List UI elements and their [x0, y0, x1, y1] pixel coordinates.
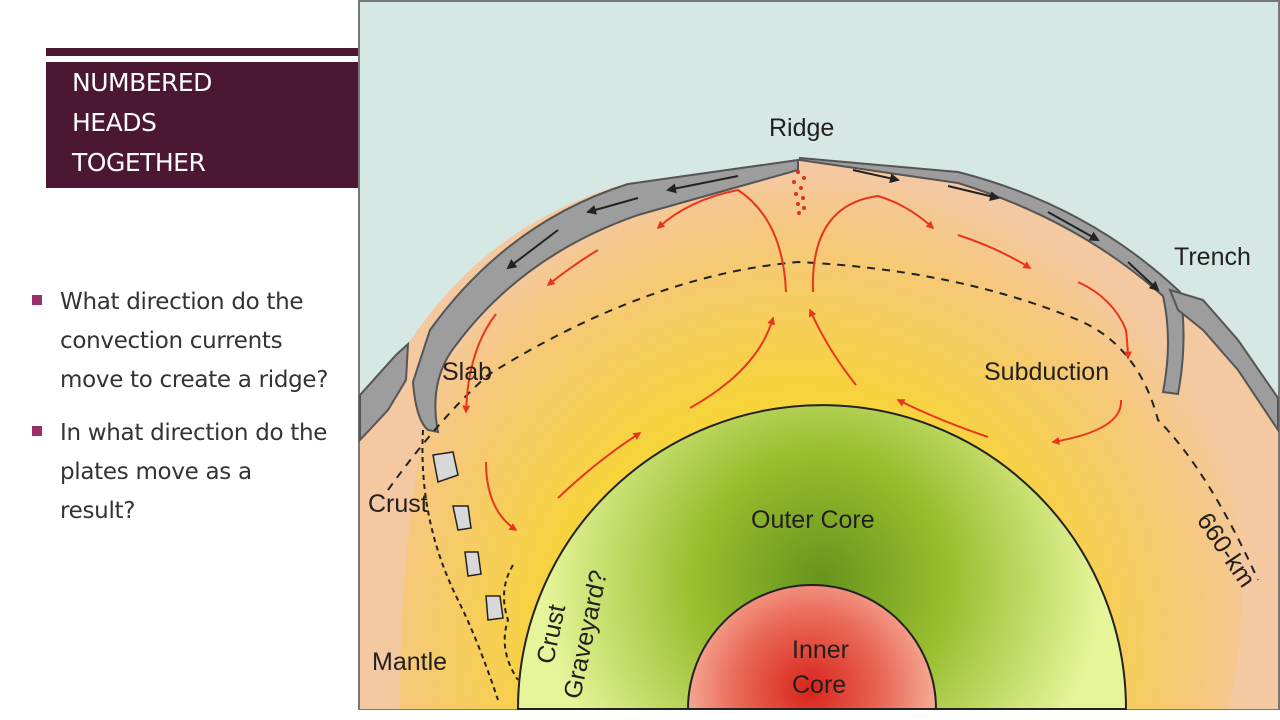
overriding-plate-left: [359, 341, 410, 443]
bullet-square-icon: [32, 426, 42, 436]
plate-motion-arrows: [506, 169, 1160, 292]
label-slab: Slab: [442, 358, 492, 386]
earth-convection-diagram: Ridge Trench Slab Subduction Crust 660-k…: [358, 0, 1280, 710]
outer-core: [516, 404, 1128, 710]
slab-path: [421, 429, 519, 701]
diagram-svg: Ridge Trench Slab Subduction Crust 660-k…: [358, 0, 1280, 710]
label-inner-core-line1: Inner: [792, 636, 849, 664]
discontinuity-660km: [387, 260, 1259, 581]
overriding-plate-right: [1168, 288, 1279, 434]
bullet-square-icon: [32, 295, 42, 305]
ridge-magma: [792, 170, 806, 215]
label-crust: Crust: [368, 490, 428, 518]
question-text: In what direction do the plates move as …: [60, 420, 328, 524]
right-plate: [799, 156, 1185, 396]
label-mantle: Mantle: [372, 648, 447, 676]
question-list: What direction do the convection current…: [30, 283, 330, 545]
label-trench: Trench: [1174, 243, 1251, 271]
label-outer-core: Outer Core: [751, 506, 875, 534]
question-item: What direction do the convection current…: [30, 283, 330, 400]
label-ridge: Ridge: [769, 114, 834, 142]
question-text: What direction do the convection current…: [60, 289, 329, 393]
title-box: NUMBERED HEADS TOGETHER: [46, 62, 358, 188]
question-item: In what direction do the plates move as …: [30, 414, 330, 531]
slab-fragments: [432, 451, 504, 621]
left-plate: [411, 158, 799, 434]
label-subduction: Subduction: [984, 358, 1109, 386]
title-rule: [46, 48, 358, 56]
slide-title: NUMBERED HEADS TOGETHER: [72, 68, 212, 177]
inner-core: [686, 584, 938, 710]
label-inner-core-line2: Core: [792, 671, 846, 699]
convection-arrows: [462, 188, 1132, 531]
